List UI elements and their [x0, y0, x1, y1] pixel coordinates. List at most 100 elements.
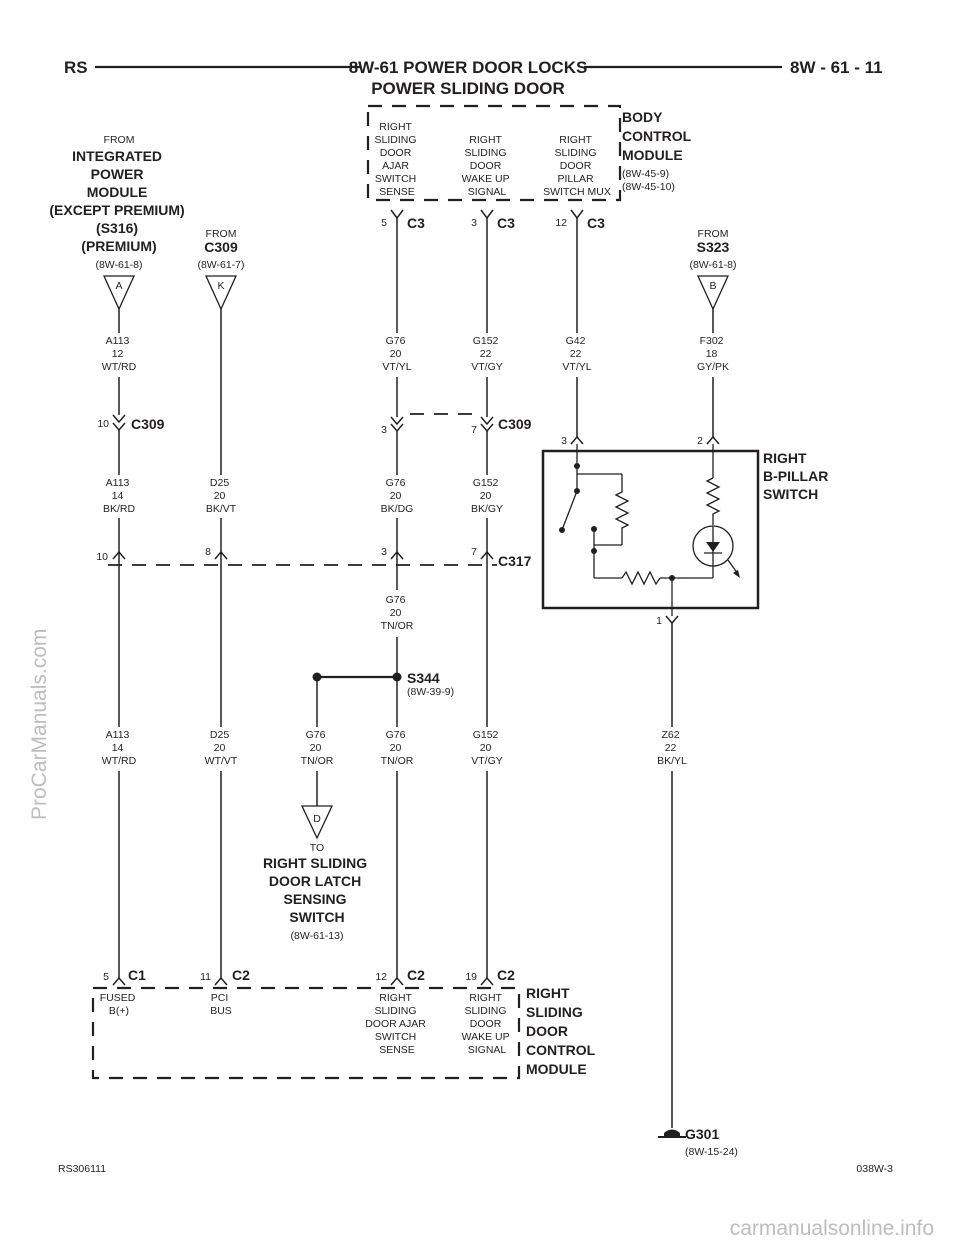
c309b-name: C309	[498, 416, 532, 432]
sdcm-pin19-number: 19	[465, 971, 477, 983]
sdcm-pin12-label: RIGHT SLIDING DOOR AJAR SWITCH SENSE	[365, 992, 429, 1056]
watermark-bottom: carmanualsonline.info	[730, 1217, 934, 1240]
right-b-pillar-switch: 3 2 RIGHT B-PILLAR SWITCH 1	[541, 435, 828, 627]
wire-a113-bot: A113 14 WT/RD	[102, 729, 137, 767]
wire-a113-mid: A113 14 BK/RD	[103, 477, 136, 515]
wire-g152-mid: G152 20 BK/GY	[471, 477, 503, 515]
pillar-name-3: SWITCH	[763, 486, 818, 502]
wire-g152-top: G152 22 VT/GY	[471, 335, 503, 373]
sdcm-pin11-number: 11	[200, 971, 211, 983]
body-control-module: BODY CONTROL MODULE (8W-45-9) (8W-45-10)…	[366, 104, 692, 231]
wire-d25-bot: D25 20 WT/VT	[205, 729, 238, 767]
s323-letter: B	[709, 280, 716, 292]
bcm-pin3-number: 3	[471, 217, 477, 229]
bcm-pin3-label: RIGHT SLIDING DOOR WAKE UP SIGNAL	[462, 134, 513, 198]
splice-ref: (8W-39-9)	[407, 686, 454, 698]
page-header: RS 8W-61 POWER DOOR LOCKS POWER SLIDING …	[64, 58, 883, 98]
connector-c309-g76-g152: 3 7 C309	[381, 413, 532, 436]
latch-to: TO	[310, 842, 324, 854]
connector-c309-a113: 10 C309	[97, 414, 165, 432]
wire-g76-top: G76 20 VT/YL	[382, 335, 411, 373]
sdcm-pin19-connector: C2	[497, 967, 515, 983]
c309a-pin: 10	[97, 418, 109, 430]
pillar-pin2: 2	[697, 435, 703, 447]
wire-d25-mid: D25 20 BK/VT	[206, 477, 237, 515]
source-s323: FROM S323 (8W-61-8) B	[689, 228, 737, 311]
splice-s344: S344 (8W-39-9)	[312, 670, 454, 698]
splice-name: S344	[407, 670, 440, 686]
c317-pin10: 10	[96, 551, 108, 563]
right-sliding-door-control-module: 5 C1 11 C2 12 C2 19 C2 FUSED B(+) PCI BU…	[91, 967, 599, 1080]
bcm-name-3: MODULE	[622, 147, 683, 163]
wire-a113-top: A113 12 WT/RD	[102, 335, 137, 373]
footer-left: RS306111	[58, 1163, 106, 1175]
header-left: RS	[64, 58, 88, 77]
footer-right: 038W-3	[856, 1163, 893, 1175]
bcm-pin12-connector: C3	[587, 215, 605, 231]
latch-ref: (8W-61-13)	[291, 930, 344, 942]
wire-labels: A113 12 WT/RD G76 20 VT/YL G152 22 VT/GY…	[102, 335, 729, 767]
c309-ref: (8W-61-7)	[197, 259, 244, 271]
wire-g152-bot: G152 20 VT/GY	[471, 729, 503, 767]
wire-segments	[118, 218, 714, 1128]
wire-g76-mid: G76 20 BK/DG	[381, 477, 414, 515]
bcm-name-1: BODY	[622, 109, 663, 125]
ground-g301: G301 (8W-15-24)	[658, 1126, 738, 1158]
to-latch-sensing-switch: D TO RIGHT SLIDING DOOR LATCH SENSING SW…	[263, 805, 371, 942]
ipm-ref: (8W-61-8)	[95, 259, 142, 271]
source-c309: FROM C309 (8W-61-7) K	[197, 228, 245, 311]
c309-letter: K	[217, 280, 224, 292]
sdcm-name: RIGHT SLIDING DOOR CONTROL MODULE	[526, 985, 599, 1077]
c317-pin7: 7	[471, 546, 477, 558]
pillar-pin3: 3	[561, 435, 567, 447]
bcm-pin12-number: 12	[555, 217, 567, 229]
connector-c317: 10 8 3 7 C317	[96, 546, 531, 569]
s323-ref: (8W-61-8)	[689, 259, 736, 271]
latch-letter: D	[313, 813, 321, 825]
bcm-ref-2: (8W-45-10)	[622, 181, 675, 193]
bcm-pin5-number: 5	[381, 217, 387, 229]
wire-g42: G42 22 VT/YL	[562, 335, 591, 373]
sdcm-pin5-label: FUSED B(+)	[100, 992, 139, 1017]
c309-name: C309	[204, 239, 238, 255]
wire-z62: Z62 22 BK/YL	[657, 729, 687, 767]
page-footer: RS306111 038W-3	[58, 1163, 893, 1175]
pillar-name-1: RIGHT	[763, 450, 807, 466]
page-subtitle: POWER SLIDING DOOR	[371, 79, 565, 98]
ground-ref: (8W-15-24)	[685, 1146, 738, 1158]
bcm-pin12-label: RIGHT SLIDING DOOR PILLAR SWITCH MUX	[543, 134, 611, 198]
sdcm-pin12-connector: C2	[407, 967, 425, 983]
c317-name: C317	[498, 553, 532, 569]
ground-name: G301	[685, 1126, 719, 1142]
pillar-pin1: 1	[656, 615, 662, 627]
bcm-name-2: CONTROL	[622, 128, 692, 144]
sdcm-pin5-connector: C1	[128, 967, 146, 983]
ipm-from: FROM	[104, 134, 135, 146]
c317-pin8: 8	[205, 546, 211, 558]
c309a-name: C309	[131, 416, 165, 432]
c309-from: FROM	[206, 228, 237, 240]
bcm-pin5-label: RIGHT SLIDING DOOR AJAR SWITCH SENSE	[375, 121, 420, 198]
c309b-pin3: 3	[381, 424, 387, 436]
wire-g76-branch: G76 20 TN/OR	[301, 729, 334, 767]
wire-g76-bot: G76 20 TN/OR	[381, 729, 414, 767]
sdcm-pin11-connector: C2	[232, 967, 250, 983]
wire-g76-lower: G76 20 TN/OR	[381, 594, 414, 632]
source-integrated-power-module: FROM INTEGRATED POWER MODULE (EXCEPT PRE…	[49, 134, 188, 311]
sdcm-pin5-number: 5	[103, 971, 109, 983]
c309b-pin7: 7	[471, 424, 477, 436]
sdcm-pin12-number: 12	[375, 971, 387, 983]
sdcm-pin19-label: RIGHT SLIDING DOOR WAKE UP SIGNAL	[462, 992, 513, 1056]
bcm-pin5-connector: C3	[407, 215, 425, 231]
wire-f302: F302 18 GY/PK	[697, 335, 729, 373]
ipm-name: INTEGRATED POWER MODULE (EXCEPT PREMIUM)…	[49, 148, 188, 254]
c317-pin3: 3	[381, 546, 387, 558]
bcm-pin3-connector: C3	[497, 215, 515, 231]
latch-name: RIGHT SLIDING DOOR LATCH SENSING SWITCH	[263, 855, 371, 925]
ipm-letter: A	[115, 280, 122, 292]
pillar-name-2: B-PILLAR	[763, 468, 828, 484]
bcm-ref-1: (8W-45-9)	[622, 168, 669, 180]
sdcm-pin11-label: PCI BUS	[210, 992, 232, 1017]
page-title: 8W-61 POWER DOOR LOCKS	[349, 58, 588, 77]
